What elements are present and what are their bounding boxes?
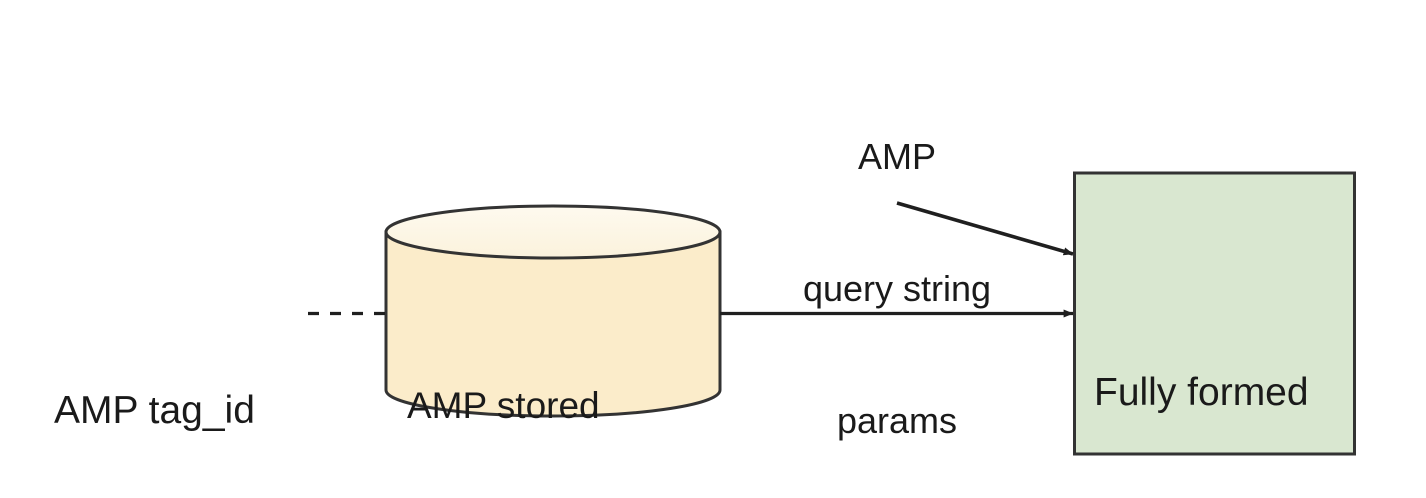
amp-tag-id-label: AMP tag_id	[54, 291, 255, 498]
fully-formed-ortb-line-1: Fully formed	[1094, 371, 1309, 414]
amp-query-string-params-line-3: params	[836, 400, 958, 441]
amp-query-string-params-label: AMP query string params	[797, 47, 997, 498]
amp-stored-request-label: AMP stored request template	[407, 281, 683, 498]
amp-query-string-params-line-2: query string	[802, 268, 992, 309]
edge-params-to-ortb	[896, 201, 1074, 256]
fully-formed-ortb-label: Fully formed ORTB	[1094, 273, 1309, 498]
amp-query-string-params-line-1: AMP	[857, 136, 936, 177]
amp-stored-request-line-1: AMP stored	[407, 385, 600, 426]
amp-tag-id-text: AMP tag_id	[54, 389, 255, 432]
amp-stored-request-cylinder[interactable]	[384, 204, 722, 418]
fully-formed-ortb-box[interactable]	[1073, 171, 1356, 456]
